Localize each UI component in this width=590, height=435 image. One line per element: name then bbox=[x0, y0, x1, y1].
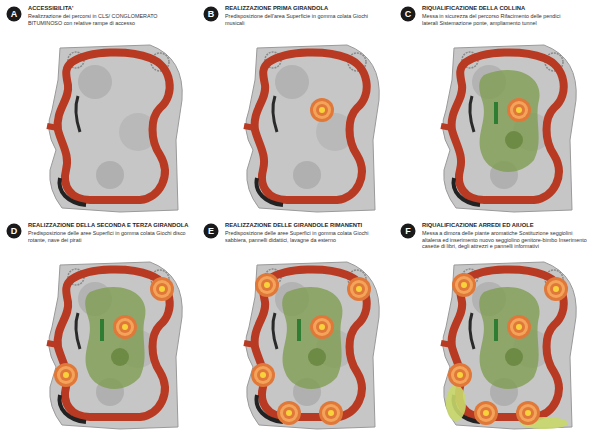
step-description: Messa a dimora delle piante aromatiche S… bbox=[422, 230, 588, 250]
step-letter: F bbox=[400, 223, 416, 239]
step-letter: B bbox=[203, 6, 219, 22]
step-letter: A bbox=[6, 6, 22, 22]
step-heading: RIQUALIFICAZIONE ARREDI ED AIUOLE bbox=[422, 222, 588, 229]
step-badge: EREALIZZAZIONE DELLE GIRANDOLE RIMANENTI… bbox=[203, 223, 219, 239]
step-heading: REALIZZAZIONE PRIMA GIRANDOLA bbox=[225, 5, 370, 12]
step-heading: RIQUALIFICAZIONE DELLA COLLINA bbox=[422, 5, 572, 12]
step-heading: ACCESSIBILITA' bbox=[28, 5, 158, 12]
step-badge: FRIQUALIFICAZIONE ARREDI ED AIUOLEMessa … bbox=[400, 223, 416, 239]
step-description: Predisposizione delle aree Superfici in … bbox=[225, 230, 391, 243]
step-badge: CRIQUALIFICAZIONE DELLA COLLINAMessa in … bbox=[400, 6, 416, 22]
step-badge: AACCESSIBILITA'Realizzazione dei percors… bbox=[6, 6, 22, 22]
step-description: Realizzazione dei percorsi in CLS/ CONGL… bbox=[28, 13, 158, 26]
step-letter: E bbox=[203, 223, 219, 239]
step-badge: BREALIZZAZIONE PRIMA GIRANDOLAPredisposi… bbox=[203, 6, 219, 22]
step-description: Predisposizione dell'area Superficie in … bbox=[225, 13, 370, 26]
step-letter: D bbox=[6, 223, 22, 239]
step-heading: REALIZZAZIONE DELLE GIRANDOLE RIMANENTI bbox=[225, 222, 391, 229]
step-letter: C bbox=[400, 6, 416, 22]
step-description: Predisposizione delle aree Superfici in … bbox=[28, 230, 196, 243]
step-heading: REALIZZAZIONE DELLA SECONDA E TERZA GIRA… bbox=[28, 222, 196, 229]
step-badge: DREALIZZAZIONE DELLA SECONDA E TERZA GIR… bbox=[6, 223, 22, 239]
step-description: Messa in sicurezza del percorso Rifacime… bbox=[422, 13, 572, 26]
